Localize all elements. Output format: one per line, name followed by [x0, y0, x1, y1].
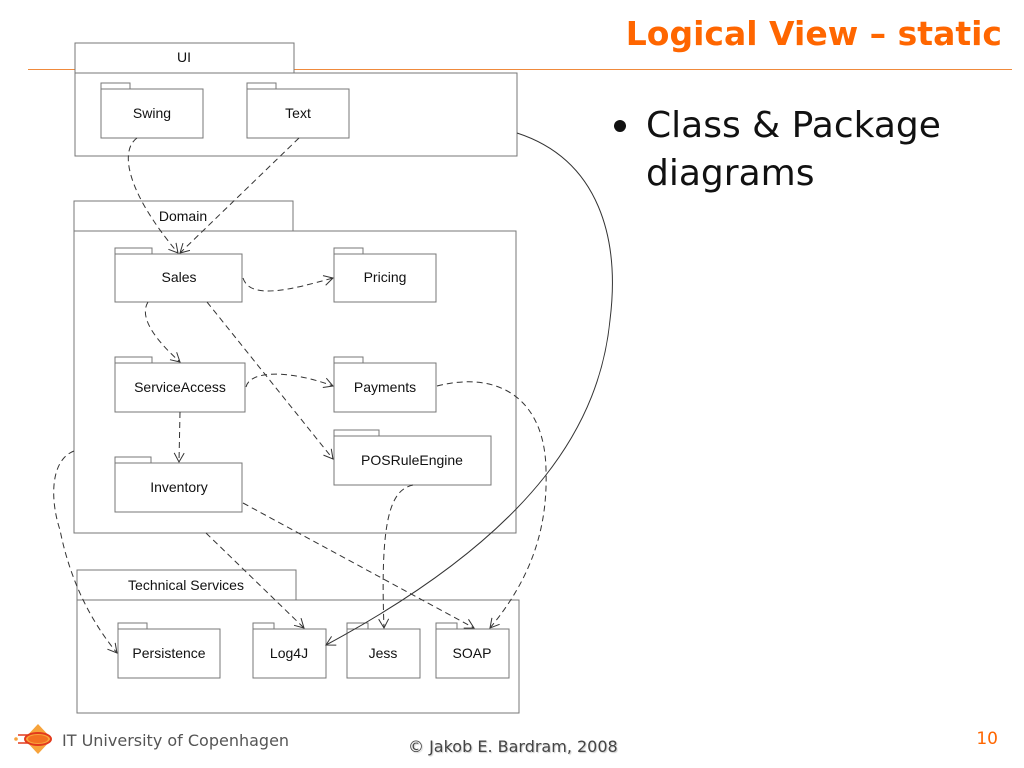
package-swing-label: Swing [133, 105, 171, 121]
dependency-ui-log4j [325, 132, 613, 646]
package-serviceaccess [114, 356, 246, 413]
package-persistence-label: Persistence [132, 645, 205, 661]
dependency-sales-pricing [242, 275, 334, 292]
layer-domain-label: Domain [159, 208, 207, 224]
package-swing [100, 82, 204, 139]
bullet-list: Class & Package diagrams [612, 102, 1012, 198]
package-pricing-label: Pricing [364, 269, 407, 285]
dependency-swing-sales [127, 137, 179, 254]
package-sales [114, 247, 243, 303]
dependency-text-sales [179, 137, 300, 254]
package-text [246, 82, 350, 139]
slide-title: Logical View – static [625, 14, 1002, 53]
package-jess-label: Jess [369, 645, 398, 661]
package-soap [435, 622, 510, 679]
package-log4j [252, 622, 327, 679]
package-posruleengine-label: POSRuleEngine [361, 452, 463, 468]
package-pricing [333, 247, 437, 303]
package-serviceaccess-label: ServiceAccess [134, 379, 226, 395]
layer-tech-label: Technical Services [128, 577, 244, 593]
copyright: © Jakob E. Bardram, 2008 [408, 737, 618, 756]
dependency-inventory-log4j [205, 532, 305, 629]
package-posruleengine [333, 429, 492, 486]
dependency-sales-posruleengine [206, 301, 334, 460]
package-persistence [117, 622, 221, 679]
package-text-label: Text [285, 105, 311, 121]
package-log4j-label: Log4J [270, 645, 308, 661]
bullet-dot-icon [614, 120, 626, 132]
dependency-inventory-soap [242, 502, 475, 629]
institution-name: IT University of Copenhagen [62, 731, 290, 750]
layer-ui-label: UI [177, 49, 191, 65]
bullet-item: Class & Package diagrams [612, 102, 1012, 198]
itu-logo-icon [14, 724, 52, 754]
dependency-serviceaccess-payments [245, 373, 334, 389]
bullet-text: Class & Package diagrams [646, 105, 941, 194]
dependency-payments-soap [436, 381, 547, 629]
layer-ui-tab [74, 42, 295, 74]
dependency-domain-persistence [53, 450, 118, 654]
package-soap-label: SOAP [453, 645, 492, 661]
package-inventory-label: Inventory [150, 479, 208, 495]
layer-domain-tab [73, 200, 294, 232]
package-payments-label: Payments [354, 379, 416, 395]
package-payments [333, 356, 437, 413]
package-sales-label: Sales [161, 269, 196, 285]
dependency-posruleengine-jess [378, 484, 414, 630]
title-divider [28, 69, 1012, 70]
dependency-sales-serviceaccess [144, 301, 181, 363]
dependency-serviceaccess-inventory [173, 411, 185, 464]
page-number: 10 [976, 729, 998, 749]
